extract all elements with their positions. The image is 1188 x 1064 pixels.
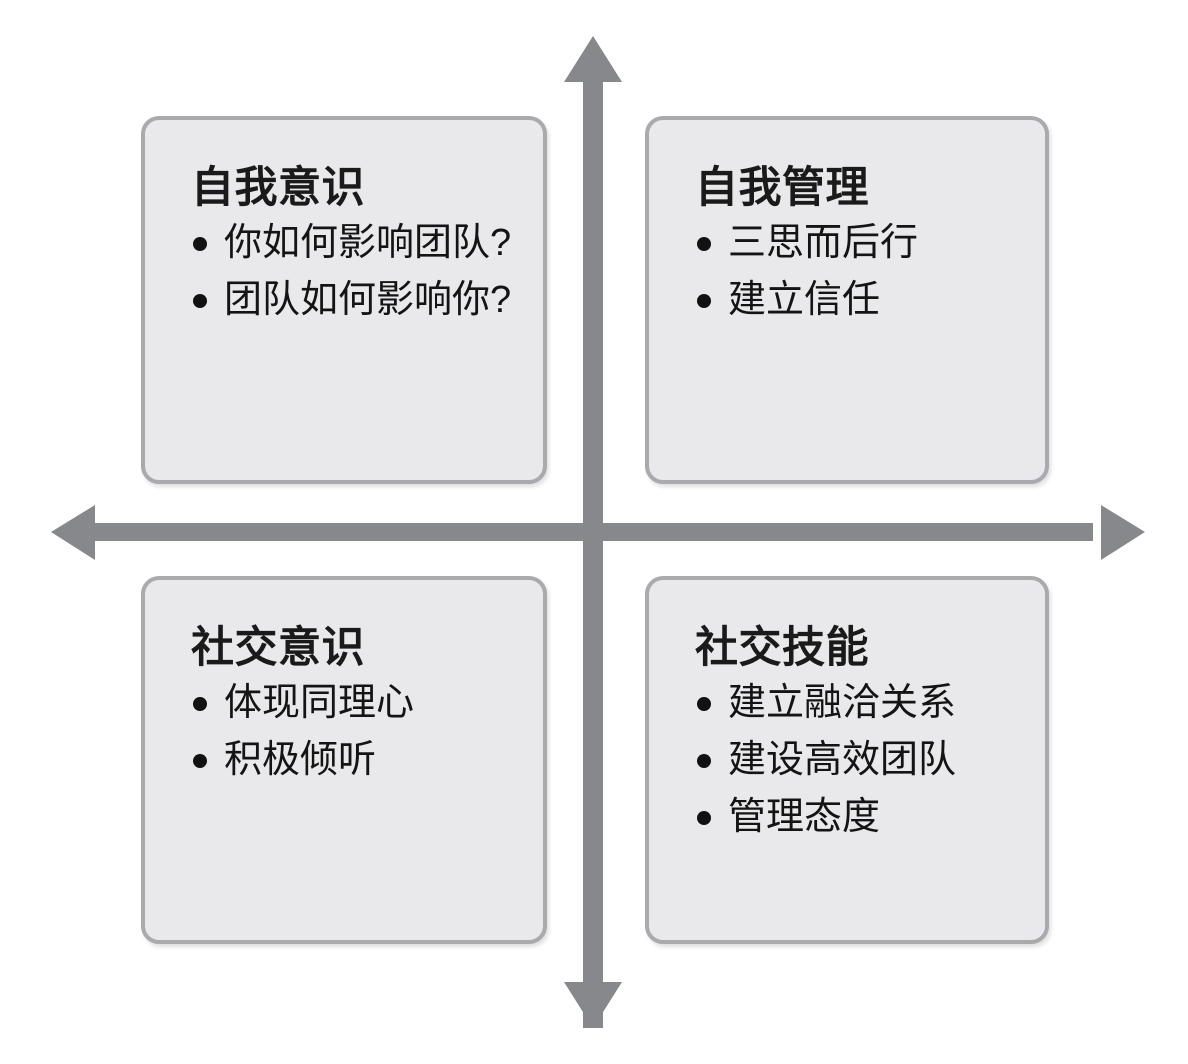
bullet-dot-icon: [697, 294, 711, 309]
quadrant-content: 社交意识 体现同理心 积极倾听: [191, 624, 533, 789]
list-item: 积极倾听: [191, 732, 533, 789]
quadrant-bottom-right[interactable]: 社交技能 建立融洽关系 建设高效团队 管理态度: [645, 576, 1049, 944]
arrow-right-icon: [1101, 505, 1145, 560]
list-item: 建设高效团队: [695, 732, 1035, 789]
bullet-dot-icon: [193, 294, 207, 309]
list-item-label: 建立信任: [728, 279, 881, 322]
quadrant-bullet-list: 三思而后行 建立信任: [695, 215, 1035, 329]
quadrant-title: 社交技能: [695, 624, 869, 672]
bullet-dot-icon: [697, 237, 711, 252]
quadrant-top-left[interactable]: 自我意识 你如何影响团队? 团队如何影响你?: [141, 116, 547, 484]
quadrant-title: 自我管理: [695, 164, 869, 212]
horizontal-axis: [51, 505, 1145, 560]
list-item: 建立融洽关系: [695, 675, 1035, 732]
bullet-dot-icon: [697, 811, 711, 826]
quadrant-content: 自我意识 你如何影响团队? 团队如何影响你?: [191, 164, 533, 329]
list-item: 体现同理心: [191, 675, 533, 732]
quadrant-title: 自我意识: [191, 164, 365, 212]
list-item-label: 建立融洽关系: [728, 682, 957, 725]
quadrant-bottom-left[interactable]: 社交意识 体现同理心 积极倾听: [141, 576, 547, 944]
quadrant-top-right[interactable]: 自我管理 三思而后行 建立信任: [645, 116, 1049, 484]
list-item-label: 团队如何影响你?: [224, 279, 512, 322]
quadrant-content: 自我管理 三思而后行 建立信任: [695, 164, 1035, 329]
quadrant-bullet-list: 建立融洽关系 建设高效团队 管理态度: [695, 675, 1035, 846]
list-item: 团队如何影响你?: [191, 272, 533, 329]
bullet-dot-icon: [193, 754, 207, 769]
list-item: 三思而后行: [695, 215, 1035, 272]
list-item-label: 三思而后行: [728, 222, 919, 265]
list-item-label: 体现同理心: [224, 682, 415, 725]
bullet-dot-icon: [697, 697, 711, 712]
list-item-label: 你如何影响团队?: [224, 222, 512, 265]
quadrant-bullet-list: 体现同理心 积极倾听: [191, 675, 533, 789]
list-item: 建立信任: [695, 272, 1035, 329]
quadrant-content: 社交技能 建立融洽关系 建设高效团队 管理态度: [695, 624, 1035, 846]
list-item-label: 管理态度: [728, 796, 881, 839]
quadrant-bullet-list: 你如何影响团队? 团队如何影响你?: [191, 215, 533, 329]
quadrant-title: 社交意识: [191, 624, 365, 672]
bullet-dot-icon: [193, 237, 207, 252]
list-item-label: 建设高效团队: [728, 739, 957, 782]
bullet-dot-icon: [193, 697, 207, 712]
arrow-left-icon: [51, 505, 1093, 560]
list-item-label: 积极倾听: [224, 739, 377, 782]
bullet-dot-icon: [697, 754, 711, 769]
list-item: 你如何影响团队?: [191, 215, 533, 272]
arrow-down-icon: [564, 982, 622, 1028]
arrow-up-icon: [564, 36, 622, 1028]
vertical-axis: [564, 36, 622, 1028]
list-item: 管理态度: [695, 789, 1035, 846]
